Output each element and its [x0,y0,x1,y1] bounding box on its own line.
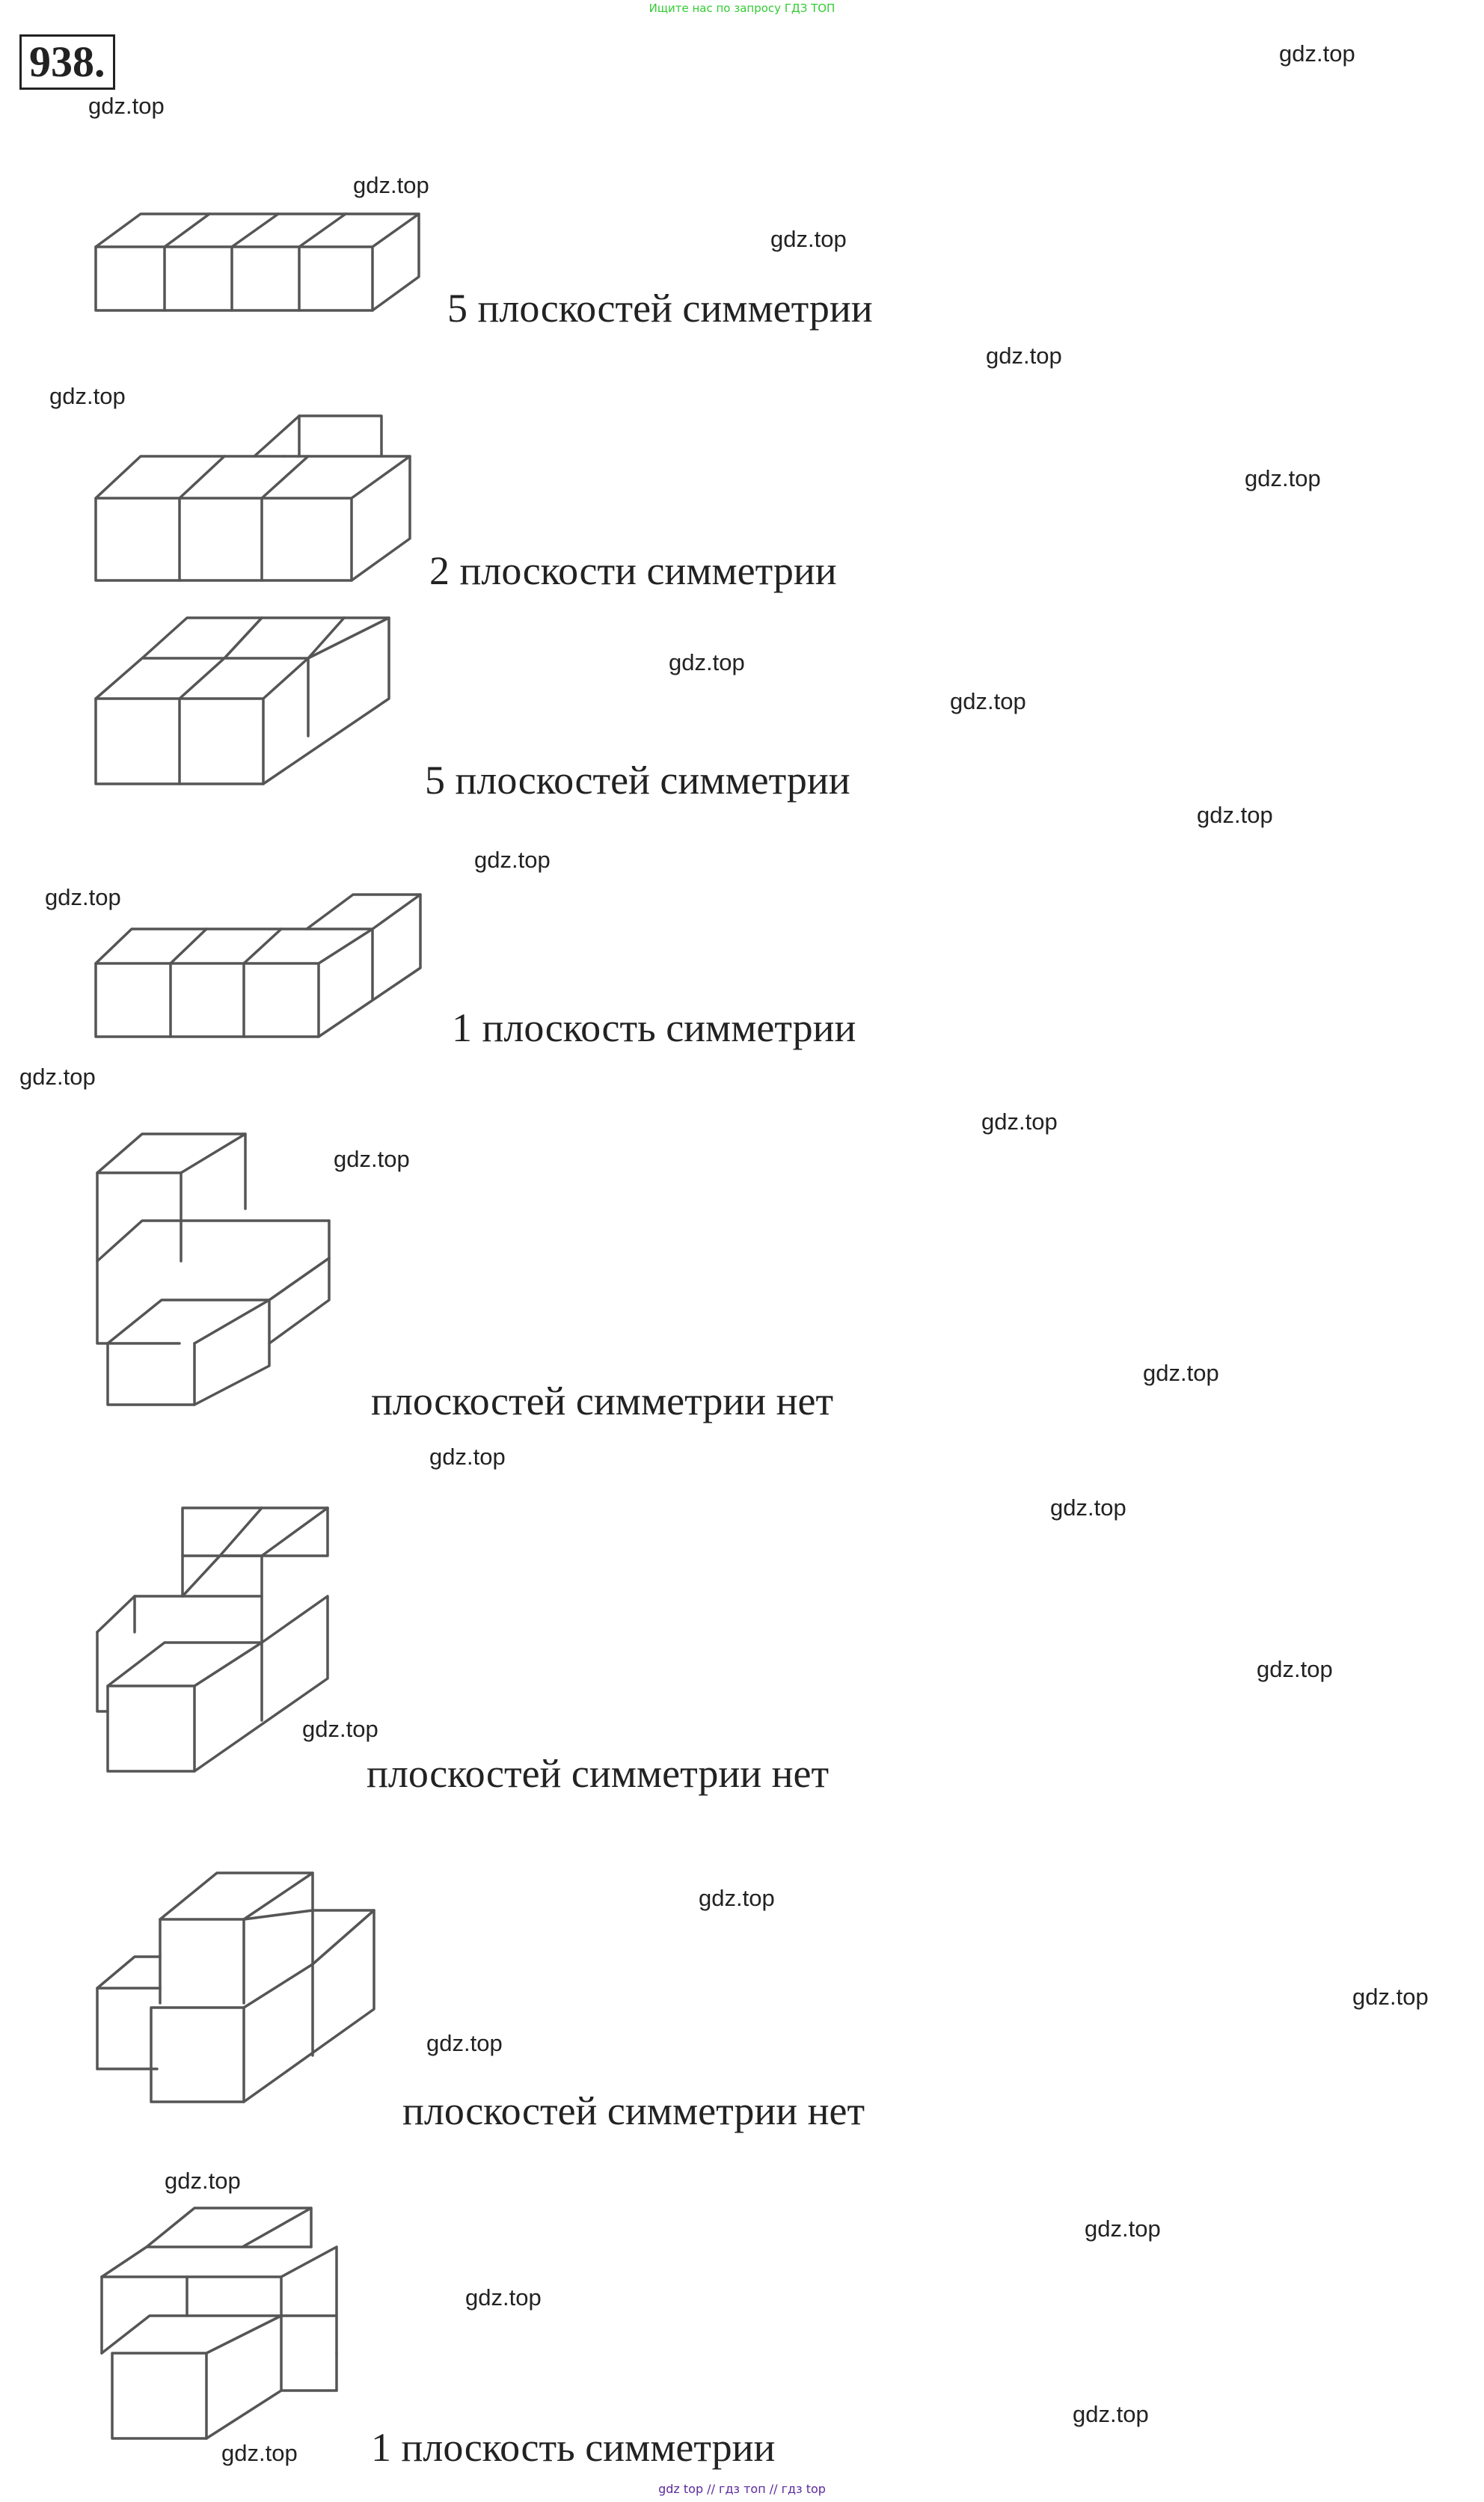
figure-4-cube-solid [75,887,434,1044]
watermark: gdz.top [334,1146,410,1172]
watermark: gdz.top [88,93,165,119]
watermark: gdz.top [770,226,847,252]
figure-2-caption: 2 плоскости симметрии [429,548,837,593]
watermark: gdz.top [981,1109,1058,1135]
top-banner[interactable]: Ищите нас по запросу ГДЗ ТОП [649,1,835,15]
watermark: gdz.top [221,2440,298,2466]
watermark: gdz.top [165,2168,241,2194]
figure-8-cube-solid [75,2204,419,2450]
figure-7-cube-solid [75,1868,419,2123]
watermark: gdz.top [353,172,429,198]
watermark: gdz.top [1245,465,1321,491]
figure-5-cube-solid [75,1126,419,1411]
task-number: 938. [19,34,115,90]
figure-7-caption: плоскостей симметрии нет [402,2088,865,2133]
watermark: gdz.top [19,1064,96,1090]
figure-6-cube-solid [75,1499,419,1783]
watermark: gdz.top [1050,1494,1126,1521]
watermark: gdz.top [1085,2216,1161,2242]
watermark: gdz.top [1197,802,1273,828]
watermark: gdz.top [429,1444,506,1470]
watermark: gdz.top [45,884,121,910]
figure-8-caption: 1 плоскость симметрии [371,2425,776,2470]
figure-4-caption: 1 плоскость симметрии [452,1005,856,1050]
watermark: gdz.top [1143,1360,1219,1386]
figure-3-caption: 5 плоскостей симметрии [425,758,850,803]
figure-6-caption: плоскостей симметрии нет [367,1751,830,1796]
figure-1-caption: 5 плоскостей симметрии [447,286,873,331]
watermark: gdz.top [1279,40,1355,67]
watermark: gdz.top [1352,1984,1429,2010]
watermark: gdz.top [302,1716,378,1742]
watermark: gdz.top [474,847,551,873]
watermark: gdz.top [426,2030,503,2056]
watermark: gdz.top [465,2284,542,2311]
watermark: gdz.top [49,383,126,409]
watermark: gdz.top [1257,1656,1333,1682]
watermark: gdz.top [950,688,1026,714]
figure-3-cube-solid [75,610,434,790]
figure-5-caption: плоскостей симметрии нет [371,1379,834,1423]
footer-links[interactable]: gdz top // гдз топ // гдз top [658,2482,826,2496]
figure-2-cube-solid [75,410,434,589]
watermark: gdz.top [699,1885,775,1911]
figure-1-cube-solid [75,202,434,322]
watermark: gdz.top [986,343,1062,369]
watermark: gdz.top [669,649,745,675]
watermark: gdz.top [1073,2401,1149,2427]
